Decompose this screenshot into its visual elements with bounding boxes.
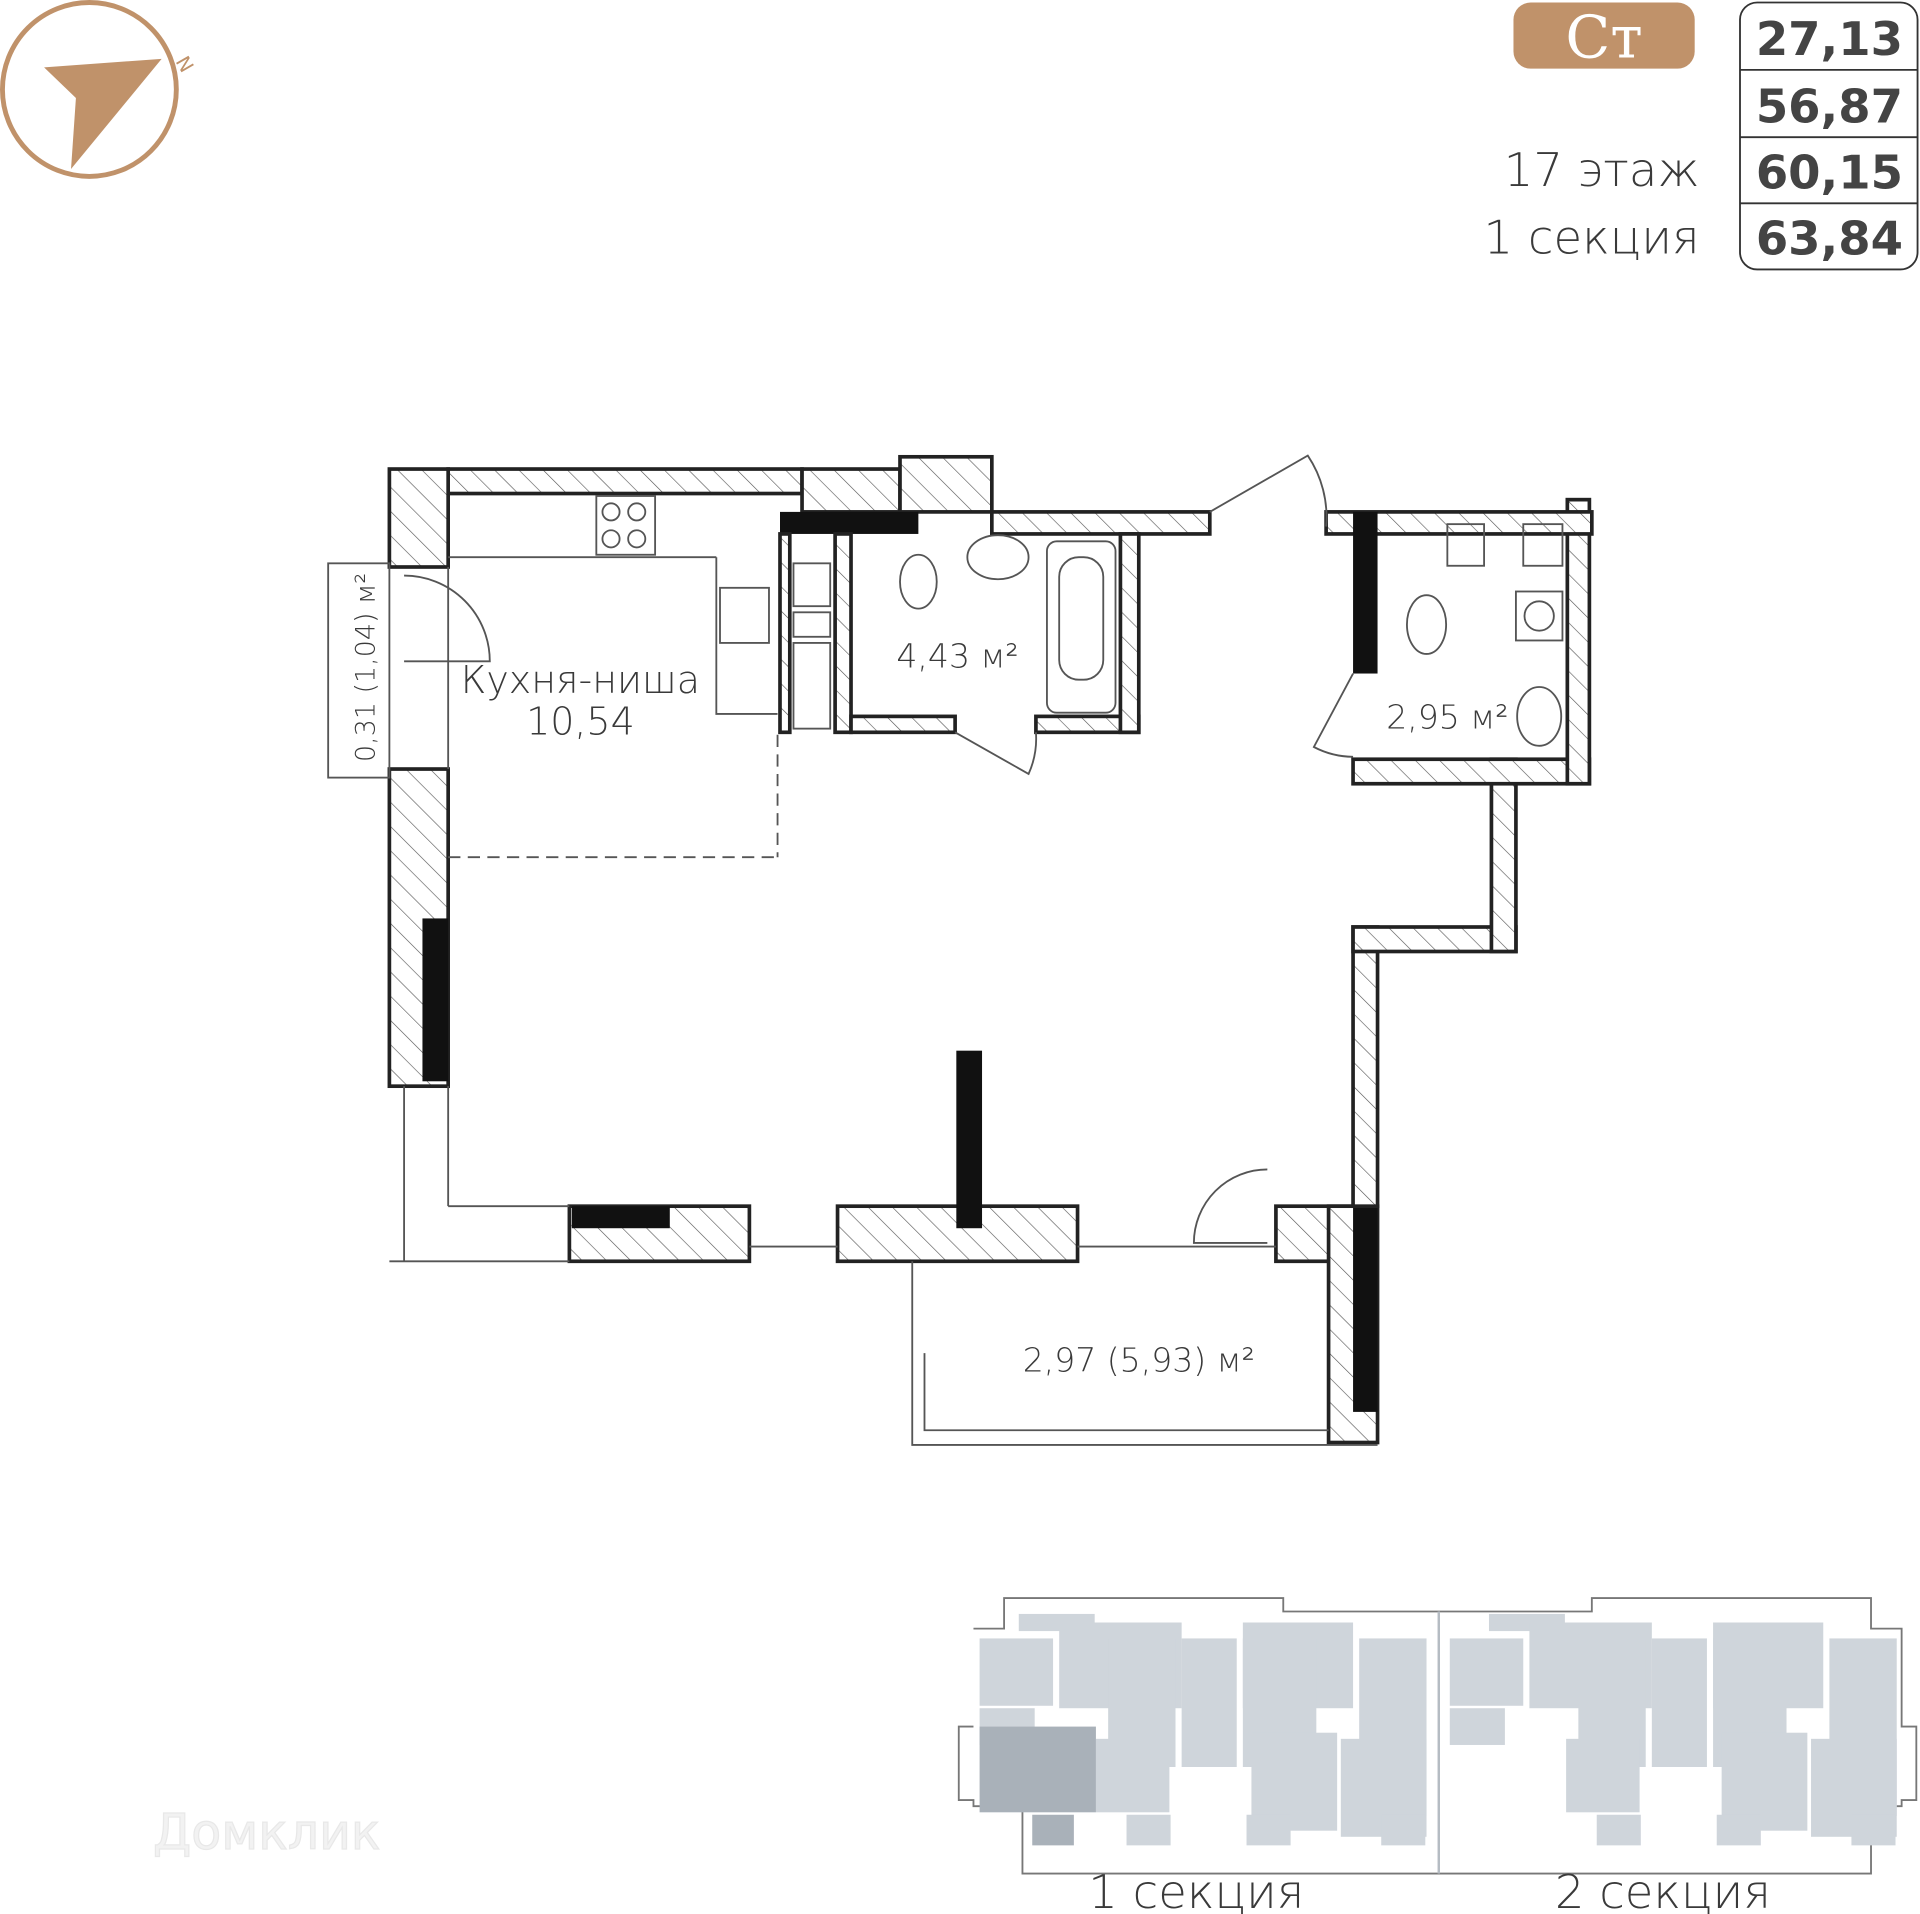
kitchen-area: 10,54 xyxy=(526,700,635,744)
wc-area: 2,95 м² xyxy=(1386,698,1508,737)
walls xyxy=(387,454,1594,1445)
floor-label: 17 этаж xyxy=(1504,143,1700,197)
compass-north-arrow-icon: N xyxy=(0,0,198,179)
area-living: 27,13 xyxy=(1756,12,1903,66)
area-with-balcony: 60,15 xyxy=(1756,146,1903,200)
keyplan-section-2[interactable]: 2 секция xyxy=(1555,1865,1771,1914)
highlighted-apartment xyxy=(979,1726,1096,1813)
apartment-type-badge: Ст xyxy=(1513,2,1695,72)
svg-text:Ст: Ст xyxy=(1565,3,1642,72)
area-full: 63,84 xyxy=(1756,212,1903,266)
keyplan-section-1[interactable]: 1 секция xyxy=(1088,1865,1304,1914)
bathroom-area: 4,43 м² xyxy=(896,636,1018,675)
balcony-area: 0,31 (1,04) м² xyxy=(351,573,382,762)
area-total: 56,87 xyxy=(1756,80,1903,134)
loggia-area: 2,97 (5,93) м² xyxy=(1023,1340,1255,1379)
watermark: Домклик xyxy=(153,1804,380,1861)
fixtures xyxy=(327,454,1564,1446)
area-table: 27,13 56,87 60,15 63,84 xyxy=(1739,1,1919,271)
section-label: 1 секция xyxy=(1484,211,1700,265)
key-plan xyxy=(957,1597,1918,1875)
kitchen-name: Кухня-ниша xyxy=(461,658,700,702)
